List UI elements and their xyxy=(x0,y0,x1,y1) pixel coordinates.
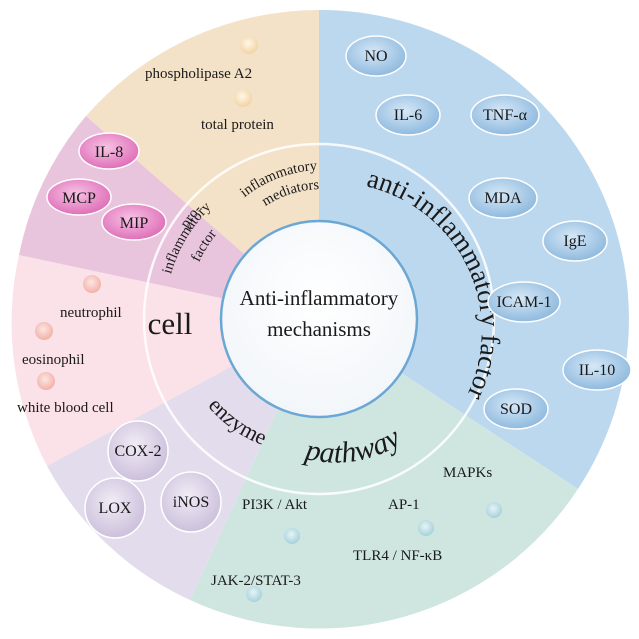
item-white-blood-cell: white blood cell xyxy=(17,400,114,416)
mediators-items: phospholipase A2 total protein xyxy=(145,36,274,133)
anti-inflammatory-items: NO IL-6 TNF-α MDA IgE ICAM-1 IL-10 SOD xyxy=(345,35,632,430)
pathway-items: PI3K / Akt AP-1 MAPKs TLR4 / NF-κB JAK-2… xyxy=(211,465,502,602)
item-jak-2-stat-3: JAK-2/STAT-3 xyxy=(211,573,301,589)
badge-sod xyxy=(483,388,549,430)
bullet-dot xyxy=(35,322,53,340)
item-lox: LOX xyxy=(99,500,132,517)
badge-inos xyxy=(160,471,222,533)
item-icam-1: ICAM-1 xyxy=(496,294,551,311)
badge-mip xyxy=(101,203,167,241)
item-mcp: MCP xyxy=(62,190,96,207)
item-il-8: IL-8 xyxy=(95,144,123,161)
cell-items: neutrophil eosinophil white blood cell xyxy=(17,275,122,416)
item-no: NO xyxy=(364,48,387,65)
badge-il-6 xyxy=(375,94,441,136)
badge-tnf-alpha xyxy=(470,94,540,136)
badge-cox-2 xyxy=(107,420,169,482)
badge-mda xyxy=(468,177,538,219)
item-tlr4-nf-kb: TLR4 / NF-κB xyxy=(353,548,442,564)
item-mip: MIP xyxy=(120,215,149,232)
center-title-line2: mechanisms xyxy=(267,317,371,341)
item-mapks: MAPKs xyxy=(443,465,492,481)
bullet-dot xyxy=(486,502,502,518)
bullet-dot xyxy=(37,372,55,390)
label-cell: cell xyxy=(148,306,193,341)
badge-ige xyxy=(542,220,608,262)
bullet-dot xyxy=(418,520,434,536)
badge-no xyxy=(345,35,407,77)
item-mda: MDA xyxy=(484,190,522,207)
item-total-protein: total protein xyxy=(201,117,274,133)
item-eosinophil: eosinophil xyxy=(22,352,85,368)
item-ige: IgE xyxy=(563,233,586,250)
bullet-dot xyxy=(246,586,262,602)
item-tnf-alpha: TNF-α xyxy=(483,107,528,124)
badge-mcp xyxy=(46,178,112,216)
badge-il-8 xyxy=(78,132,140,170)
bullet-dot xyxy=(234,89,252,107)
badge-icam-1 xyxy=(487,281,561,323)
enzyme-items: COX-2 LOX iNOS xyxy=(84,420,222,539)
item-neutrophil: neutrophil xyxy=(60,305,122,321)
pro-inflammatory-items: IL-8 MCP MIP xyxy=(46,132,167,241)
inner-ring-divider xyxy=(142,142,496,496)
item-phospholipase-a2: phospholipase A2 xyxy=(145,66,252,82)
center-hub xyxy=(219,219,419,419)
badge-il-10 xyxy=(562,349,632,391)
item-ap-1: AP-1 xyxy=(388,497,420,513)
item-il-10: IL-10 xyxy=(579,362,615,379)
bullet-dot xyxy=(240,36,258,54)
center-title-line1: Anti-inflammatory xyxy=(240,286,399,310)
bullet-dot xyxy=(284,528,300,544)
item-inos: iNOS xyxy=(173,494,209,511)
item-pi3k-akt: PI3K / Akt xyxy=(242,497,308,513)
bullet-dot xyxy=(83,275,101,293)
badge-lox xyxy=(84,477,146,539)
item-sod: SOD xyxy=(500,401,532,418)
item-cox-2: COX-2 xyxy=(114,443,161,460)
item-il-6: IL-6 xyxy=(394,107,422,124)
